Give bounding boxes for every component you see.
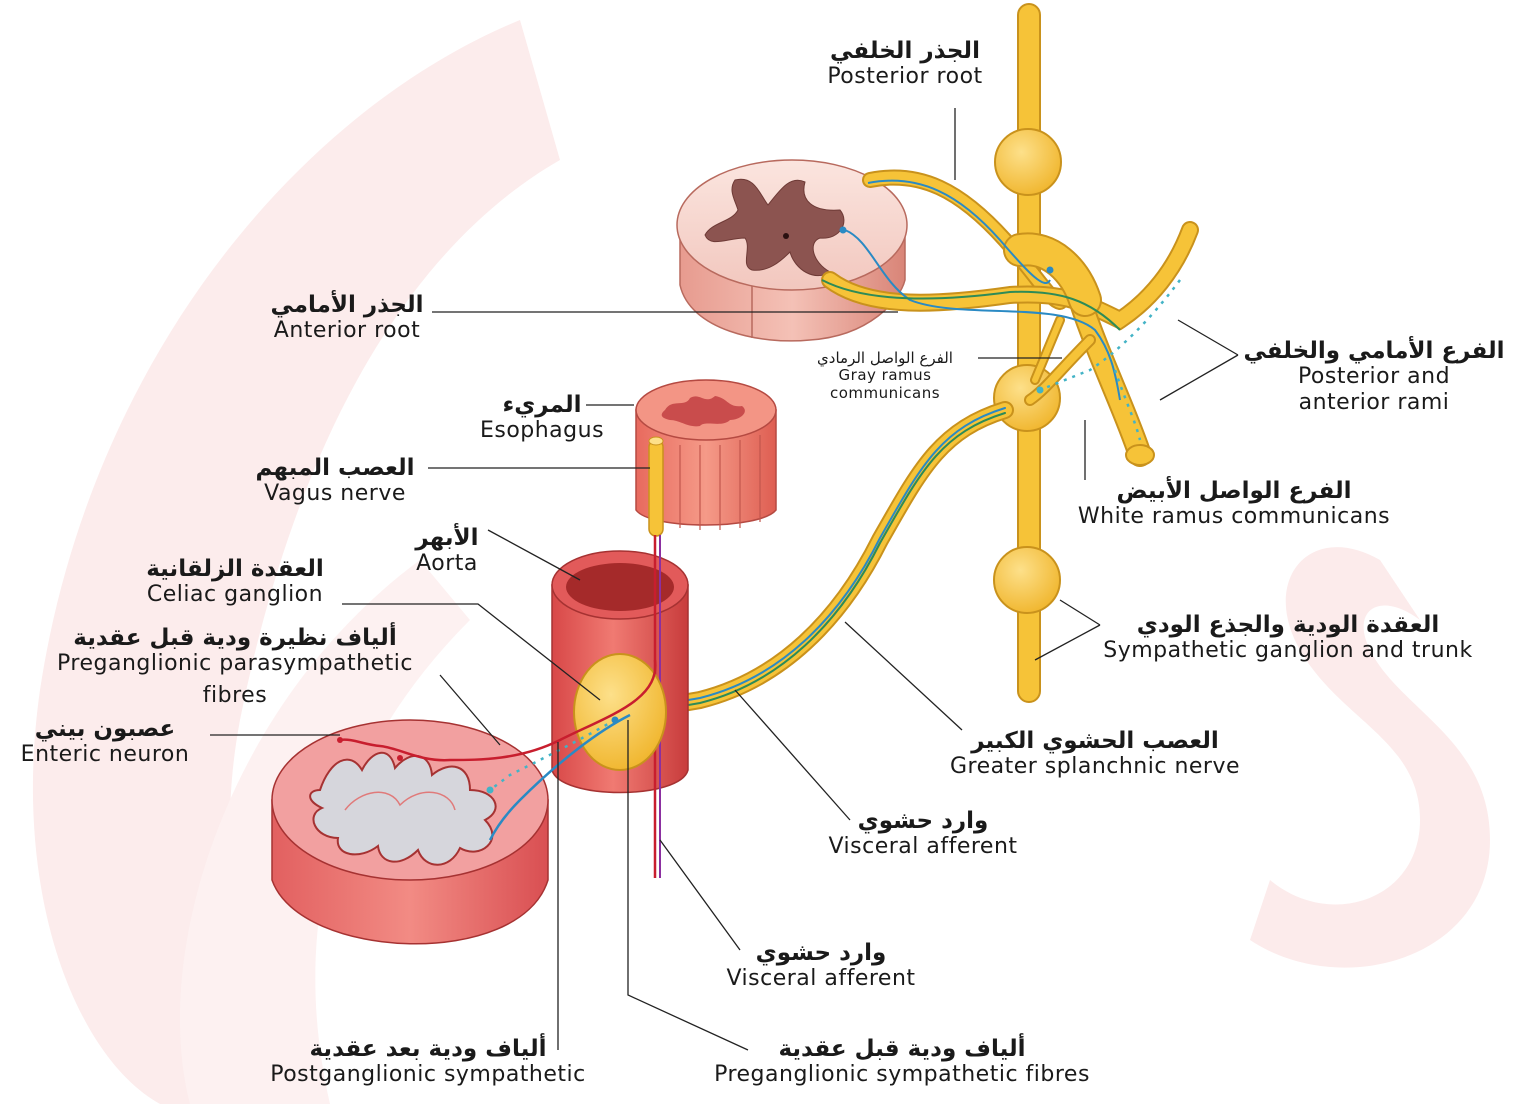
aorta [552,535,688,878]
label-greater-splanchnic: العصب الحشوي الكبير Greater splanchnic n… [920,728,1270,780]
label-preganglionic-sympathetic-ar: ألياف ودية قبل عقدية [676,1036,1128,1062]
label-celiac-ganglion: العقدة الزلقانية Celiac ganglion [120,556,350,608]
label-enteric-neuron-ar: عصبون بيني [0,716,210,742]
label-greater-splanchnic-en: Greater splanchnic nerve [920,754,1270,779]
label-rami-en1: Posterior and [1236,364,1512,389]
label-celiac-ganglion-ar: العقدة الزلقانية [120,556,350,582]
label-aorta-ar: الأبهر [392,525,502,551]
label-posterior-root-en: Posterior root [800,64,1010,89]
label-sympathetic-trunk-en: Sympathetic ganglion and trunk [1072,638,1504,663]
label-posterior-root: الجذر الخلفي Posterior root [800,38,1010,90]
label-visceral-afferent-2-ar: وارد حشوي [706,940,936,966]
label-gray-ramus-en1: Gray ramus [790,367,980,384]
sympathetic-ganglion-upper [995,129,1061,195]
label-preganglionic-parasympathetic: ألياف نظيرة ودية قبل عقدية Preganglionic… [20,625,450,708]
label-posterior-root-ar: الجذر الخلفي [800,38,1010,64]
label-white-ramus-en: White ramus communicans [1046,504,1422,529]
label-postganglionic-sympathetic: ألياف ودية بعد عقدية Postganglionic symp… [236,1036,620,1088]
label-anterior-root-en: Anterior root [252,318,442,343]
label-sympathetic-trunk-ar: العقدة الودية والجذع الودي [1072,612,1504,638]
label-gray-ramus: الفرع الواصل الرمادي Gray ramus communic… [790,350,980,402]
label-esophagus-ar: المريء [462,392,622,418]
label-preganglionic-parasympathetic-en1: Preganglionic parasympathetic [20,651,450,676]
label-preganglionic-sympathetic: ألياف ودية قبل عقدية Preganglionic sympa… [676,1036,1128,1088]
label-enteric-neuron-en: Enteric neuron [0,742,210,767]
label-vagus-ar: العصب المبهم [240,455,430,481]
label-anterior-root: الجذر الأمامي Anterior root [252,292,442,344]
label-vagus: العصب المبهم Vagus nerve [240,455,430,507]
label-preganglionic-parasympathetic-en2: fibres [20,683,450,708]
label-esophagus: المريء Esophagus [462,392,622,444]
label-postganglionic-sympathetic-ar: ألياف ودية بعد عقدية [236,1036,620,1062]
label-postganglionic-sympathetic-en: Postganglionic sympathetic [236,1062,620,1087]
label-visceral-afferent-2: وارد حشوي Visceral afferent [706,940,936,992]
label-aorta: الأبهر Aorta [392,525,502,577]
label-visceral-afferent-1-ar: وارد حشوي [808,808,1038,834]
label-sympathetic-trunk: العقدة الودية والجذع الودي Sympathetic g… [1072,612,1504,664]
label-rami: الفرع الأمامي والخلفي Posterior and ante… [1236,338,1512,415]
label-rami-en2: anterior rami [1236,390,1512,415]
label-white-ramus: الفرع الواصل الأبيض White ramus communic… [1046,478,1422,530]
label-greater-splanchnic-ar: العصب الحشوي الكبير [920,728,1270,754]
label-aorta-en: Aorta [392,551,502,576]
label-vagus-en: Vagus nerve [240,481,430,506]
label-visceral-afferent-1-en: Visceral afferent [808,834,1038,859]
label-esophagus-en: Esophagus [462,418,622,443]
esophagus [636,380,776,536]
label-preganglionic-sympathetic-en: Preganglionic sympathetic fibres [676,1062,1128,1087]
label-visceral-afferent-2-en: Visceral afferent [706,966,936,991]
label-gray-ramus-ar: الفرع الواصل الرمادي [790,350,980,367]
vagus-nerve [649,440,663,536]
label-white-ramus-ar: الفرع الواصل الأبيض [1046,478,1422,504]
label-celiac-ganglion-en: Celiac ganglion [120,582,350,607]
label-enteric-neuron: عصبون بيني Enteric neuron [0,716,210,768]
sympathetic-ganglion-lower [994,547,1060,613]
label-rami-ar: الفرع الأمامي والخلفي [1236,338,1512,364]
label-gray-ramus-en2: communicans [790,385,980,402]
label-visceral-afferent-1: وارد حشوي Visceral afferent [808,808,1038,860]
label-preganglionic-parasympathetic-ar: ألياف نظيرة ودية قبل عقدية [20,625,450,651]
label-anterior-root-ar: الجذر الأمامي [252,292,442,318]
